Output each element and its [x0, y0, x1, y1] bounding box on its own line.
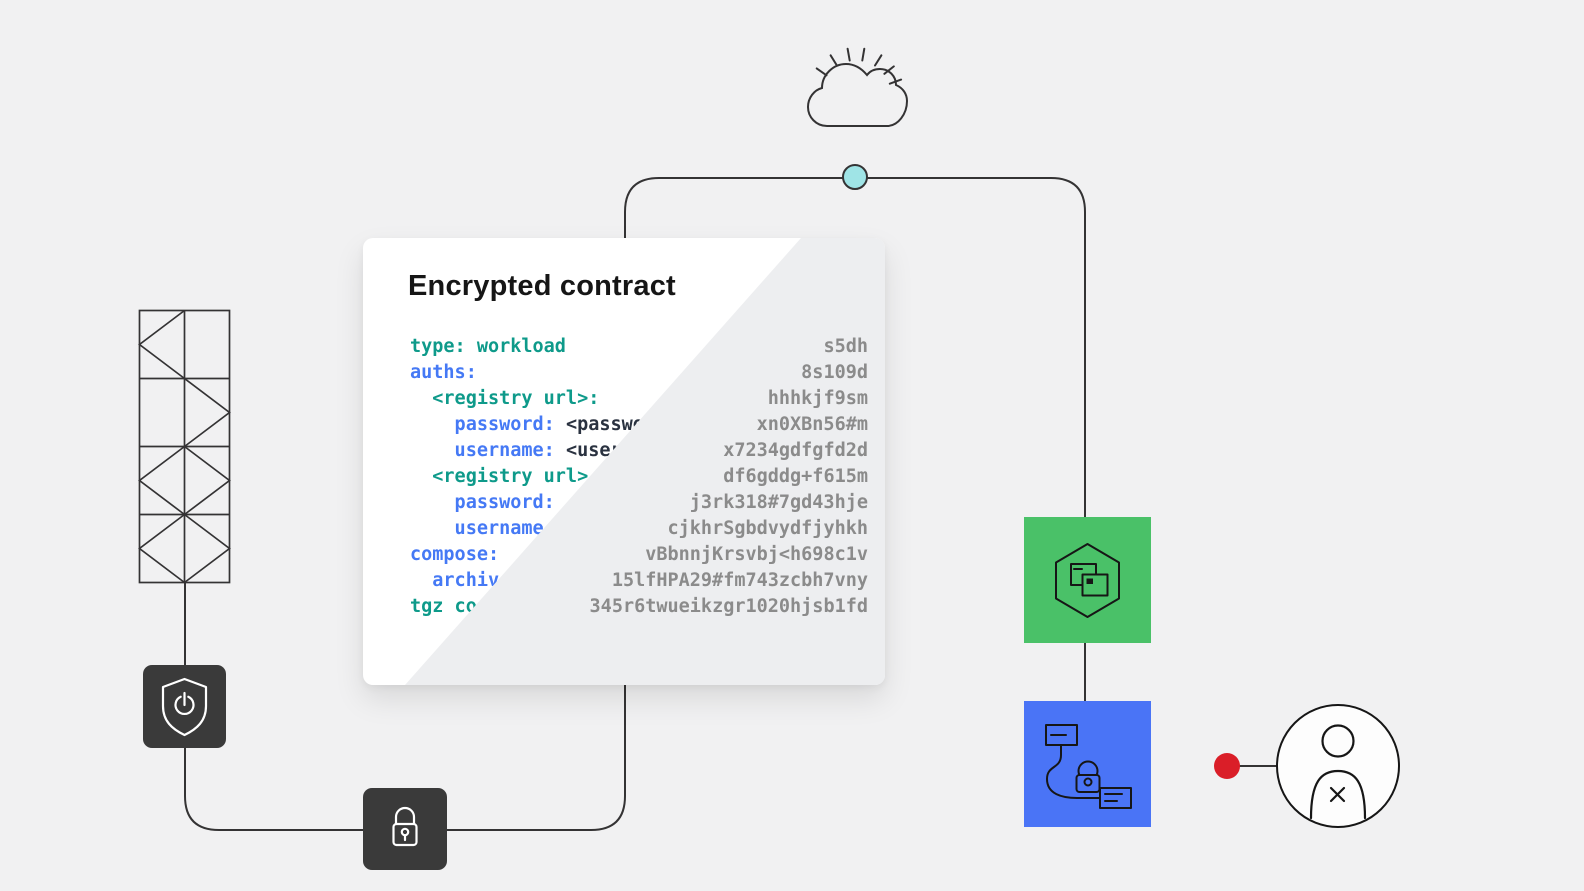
secure-pipeline-lock-icon: [1045, 724, 1132, 809]
pipeline-tile: [1024, 701, 1151, 827]
code-line-plain: auths:: [410, 362, 477, 383]
card-title: Encrypted contract: [408, 270, 676, 302]
code-line-cipher: 8s109d: [801, 362, 868, 383]
sun-rays-icon: [815, 47, 903, 85]
code-line-cipher: s5dh: [823, 336, 868, 357]
code-line-plain: type: workload: [410, 336, 566, 357]
code-line-plain: compose:: [410, 544, 511, 565]
code-line-plain: <registry url>: [410, 466, 589, 487]
code-line-cipher: hhhkjf9sm: [767, 388, 868, 409]
code-line-plain: password: <passwo: [410, 414, 644, 435]
code-line-cipher: cjkhrSgbdvydfjyhkh: [667, 518, 868, 539]
blocked-link: [1214, 753, 1277, 779]
shield-power-icon: [161, 677, 208, 737]
code-line-cipher: xn0XBn56#m: [756, 414, 868, 435]
code-line-cipher: x7234gdfgfd2d: [723, 440, 868, 461]
lock-tile: [363, 788, 447, 870]
user-denied-icon: [1276, 704, 1400, 828]
flow-line-left: [184, 748, 363, 831]
shield-tile: [143, 665, 226, 748]
user-body-icon: [1309, 769, 1367, 820]
code-line-cipher: vBbnnjKrsvbj<h698c1v: [645, 544, 868, 565]
connection-node-icon: [842, 164, 868, 190]
secure-container-hexagon-icon: [1055, 543, 1120, 618]
cloud-icon: [806, 47, 909, 127]
code-cipher-lines: s5dh 8s109d hhhkjf9sm xn0XBn56#m x7234gdfgfd…: [410, 334, 868, 620]
flow-line-main: [447, 177, 1086, 831]
padlock-icon: [392, 806, 418, 847]
code-plain-lines: type: workload auths: <registry url>: pas…: [410, 334, 801, 620]
code-line-cipher: j3rk318#7gd43hje: [689, 492, 868, 513]
code-line-cipher: 15lfHPA29#fm743zcbh7vny: [611, 570, 868, 591]
code-line-cipher: 345r6twueikzgr1020hjsb1fd: [589, 596, 868, 617]
secure-container-tile: [1024, 517, 1151, 643]
code-line-plain: password:: [410, 492, 566, 513]
encrypted-contract-card: s5dh 8s109d hhhkjf9sm xn0XBn56#m x7234gdfgfd…: [363, 238, 885, 685]
code-line-plain: username: [410, 518, 544, 539]
x-mark-icon: [1329, 786, 1346, 803]
code-line-plain: username: <user: [410, 440, 622, 461]
code-line-plain: archiv: [410, 570, 500, 591]
plaintext-region: type: workload auths: <registry url>: pas…: [363, 238, 801, 685]
blocked-dot-icon: [1214, 753, 1240, 779]
code-line-cipher: df6gddg+f615m: [723, 466, 868, 487]
infrastructure-truss-icon: [138, 309, 231, 584]
code-line-plain: <registry url>:: [410, 388, 600, 409]
user-head-icon: [1321, 724, 1355, 758]
